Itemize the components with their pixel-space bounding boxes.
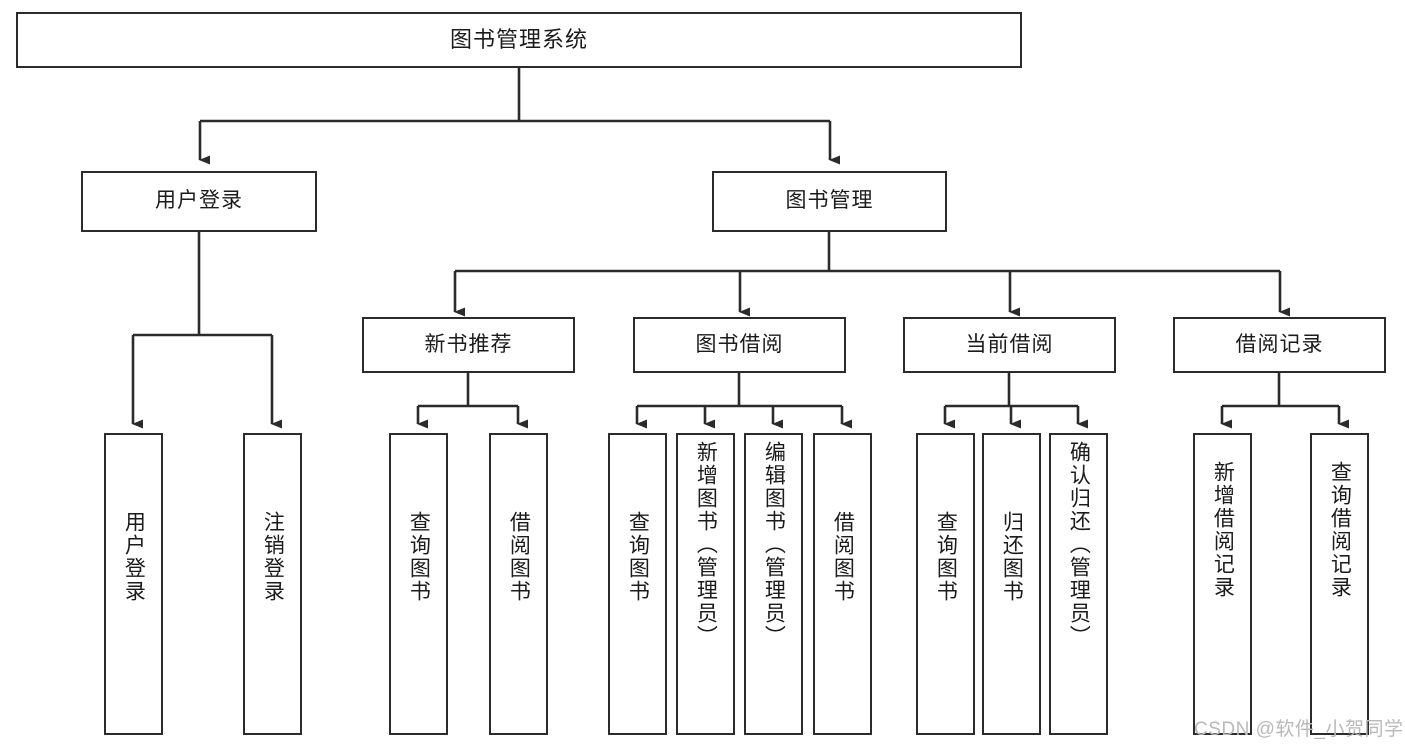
node-label: 借阅记录 (1235, 332, 1324, 356)
node-leaf-confirm-return[interactable]: 确认归还（管理员） (1049, 433, 1108, 735)
node-label: 查询图书 (934, 511, 958, 603)
node-label: 查询借阅记录 (1328, 461, 1352, 599)
node-label: 查询图书 (407, 511, 431, 603)
node-book-borrow[interactable]: 图书借阅 (633, 317, 846, 373)
node-label: 当前借阅 (965, 332, 1054, 356)
node-label: 新书推荐 (424, 332, 513, 356)
node-leaf-query-book-1[interactable]: 查询图书 (389, 433, 448, 735)
node-label: 新增借阅记录 (1211, 461, 1235, 599)
node-label: 图书借阅 (695, 332, 784, 356)
node-user-login[interactable]: 用户登录 (81, 171, 317, 232)
node-current-borrow[interactable]: 当前借阅 (903, 317, 1116, 373)
node-label: 注销登录 (261, 511, 285, 603)
node-root-system[interactable]: 图书管理系统 (16, 12, 1022, 68)
node-label: 用户登录 (122, 511, 146, 603)
node-label: 确认归还（管理员） (1067, 441, 1091, 648)
node-new-book-recommend[interactable]: 新书推荐 (362, 317, 575, 373)
node-label: 借阅图书 (507, 511, 531, 603)
node-label: 借阅图书 (831, 511, 855, 603)
node-label: 新增图书（管理员） (694, 441, 718, 648)
node-leaf-borrow-book-2[interactable]: 借阅图书 (813, 433, 872, 735)
node-borrow-record[interactable]: 借阅记录 (1173, 317, 1386, 373)
node-label: 编辑图书（管理员） (762, 441, 786, 648)
node-label: 图书管理系统 (449, 27, 588, 53)
node-label: 归还图书 (1000, 511, 1024, 603)
node-leaf-logout-login[interactable]: 注销登录 (243, 433, 302, 735)
node-leaf-user-login[interactable]: 用户登录 (104, 433, 163, 735)
node-leaf-edit-book[interactable]: 编辑图书（管理员） (744, 433, 803, 735)
node-label: 图书管理 (785, 189, 874, 213)
node-leaf-query-book-3[interactable]: 查询图书 (916, 433, 975, 735)
node-leaf-query-book-2[interactable]: 查询图书 (608, 433, 667, 735)
csdn-watermark: CSDN @软件_小贺同学 (1194, 719, 1404, 740)
node-leaf-add-record[interactable]: 新增借阅记录 (1193, 433, 1252, 735)
node-leaf-query-record[interactable]: 查询借阅记录 (1310, 433, 1369, 735)
node-label: 用户登录 (155, 189, 243, 213)
node-leaf-return-book[interactable]: 归还图书 (982, 433, 1041, 735)
node-leaf-add-book[interactable]: 新增图书（管理员） (676, 433, 735, 735)
node-book-management[interactable]: 图书管理 (712, 171, 947, 232)
node-leaf-borrow-book-1[interactable]: 借阅图书 (489, 433, 548, 735)
node-label: 查询图书 (626, 511, 650, 603)
